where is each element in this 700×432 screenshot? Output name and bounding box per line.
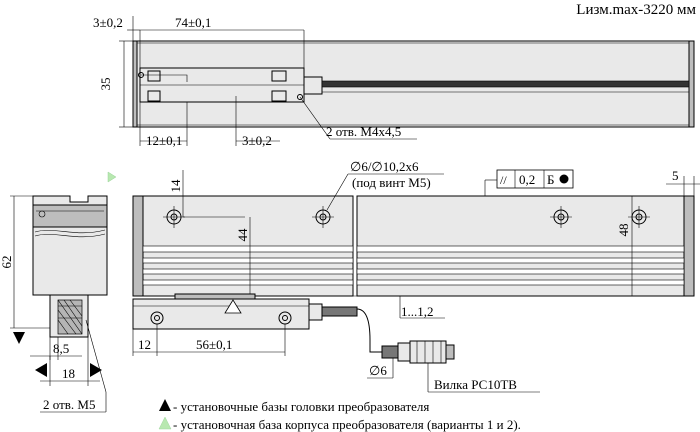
front-mount-hole-1 xyxy=(163,206,185,228)
front-top-offset-label: 14 xyxy=(168,179,183,193)
plug-label: Вилка РС10ТВ xyxy=(434,377,517,392)
head-base-marker-right xyxy=(90,363,102,377)
head-offset-label: 12 xyxy=(138,337,151,352)
top-view: 3±0,2 74±0,1 35 12±0,1 3±0,2 2 отв. М4х4… xyxy=(93,15,695,148)
side-view: 62 8,5 18 2 отв. М5 xyxy=(0,171,117,413)
dim-height-label: 35 xyxy=(98,78,113,91)
dim-hole-x-label: 12±0,1 xyxy=(146,133,182,148)
legend-head-base-icon xyxy=(159,399,171,411)
side-neck-label: 8,5 xyxy=(53,341,69,356)
plug-diameter-label: ∅6 xyxy=(369,363,387,378)
front-cable xyxy=(321,306,358,317)
head-base-marker-side xyxy=(13,332,25,344)
legend-item-2: - установочная база корпуса преобразоват… xyxy=(173,417,521,432)
head-holes-label: 56±0,1 xyxy=(196,337,232,352)
tolerance-base: Б xyxy=(547,172,554,187)
front-mount-hole-3 xyxy=(550,206,572,228)
front-full-height-label: 48 xyxy=(616,224,631,237)
dim-hole-y-label: 3±0,2 xyxy=(242,133,272,148)
legend-item-1: - установочные базы головки преобразоват… xyxy=(173,399,429,414)
tolerance-symbol: // xyxy=(500,173,507,187)
front-end-label: 5 xyxy=(672,168,679,183)
side-width-label: 18 xyxy=(62,366,75,381)
body-base-marker xyxy=(107,171,117,183)
side-holes-label: 2 отв. М5 xyxy=(43,397,95,412)
mount-hole-label: ∅6/∅10,2х6 xyxy=(350,159,419,174)
front-head-rail xyxy=(174,293,256,300)
front-cable-gland xyxy=(308,303,323,321)
top-mount-hole-right xyxy=(297,94,303,100)
front-view: 14 44 ∅6/∅10,2х6 (под винт М5) // 0,2 Б … xyxy=(132,159,700,393)
tolerance-frame xyxy=(496,169,574,189)
tolerance-value: 0,2 xyxy=(519,172,535,187)
front-mount-hole-2 xyxy=(312,206,334,228)
tolerance-base-marker xyxy=(559,174,569,184)
top-scale-end-right xyxy=(688,40,695,128)
head-base-marker-front xyxy=(224,299,242,314)
measure-range-title: Lизм.max-3220 мм xyxy=(576,2,696,18)
front-mid-height-label: 44 xyxy=(235,228,250,242)
top-cable xyxy=(321,80,690,88)
side-total-height-label: 62 xyxy=(0,256,14,269)
legend: - установочные базы головки преобразоват… xyxy=(158,399,521,432)
dim-length-label: 74±0,1 xyxy=(175,15,211,30)
top-cable-gland xyxy=(303,76,323,95)
front-reading-head xyxy=(132,298,310,330)
head-base-marker-left xyxy=(35,363,47,377)
legend-body-base-icon xyxy=(158,416,172,430)
top-holes-label: 2 отв. М4х4,5 xyxy=(326,124,401,139)
top-scale-end-left xyxy=(132,40,138,128)
mount-hole-note: (под винт М5) xyxy=(352,175,431,190)
dim-offset-label: 3±0,2 xyxy=(93,15,123,30)
cable-gap-label: 1...1,2 xyxy=(401,304,434,319)
